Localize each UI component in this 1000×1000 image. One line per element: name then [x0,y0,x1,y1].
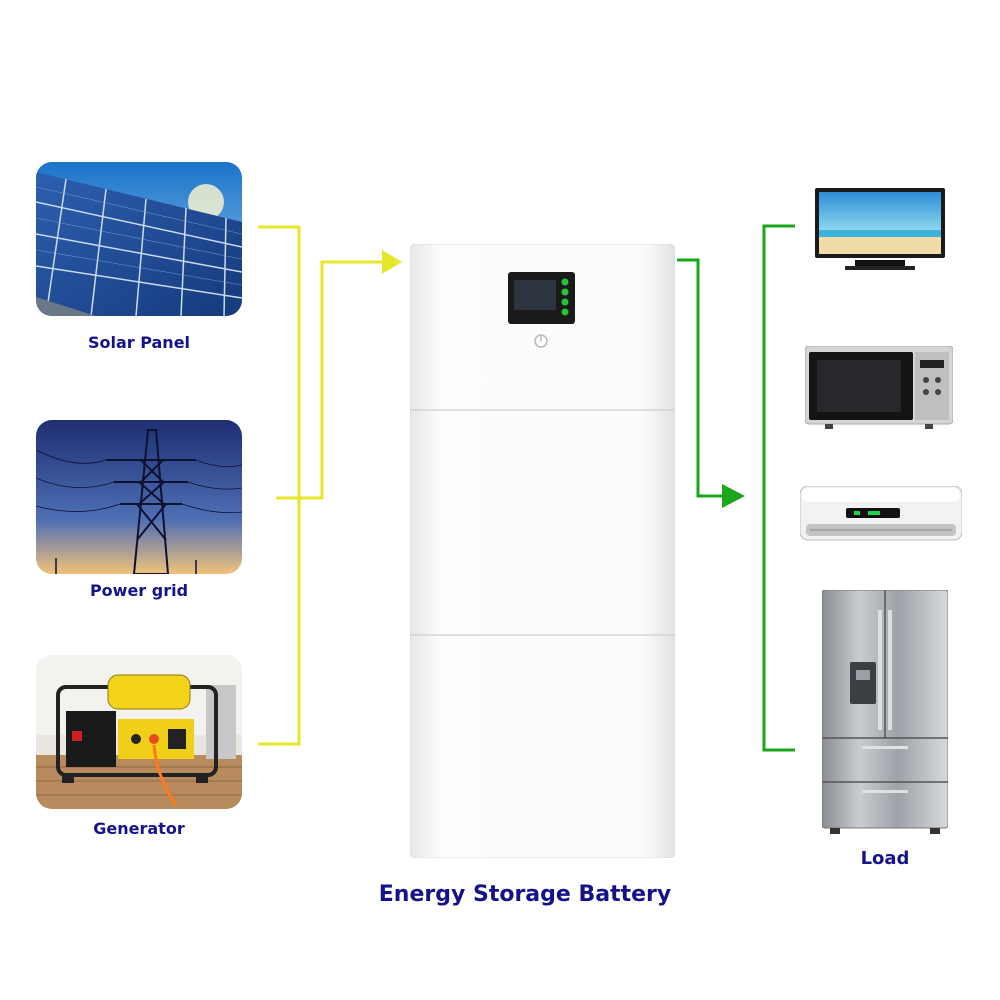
power-grid-image [36,420,242,574]
energy-storage-battery-image [410,244,675,858]
generator-image [36,655,242,809]
input-arrowhead [382,250,402,274]
microwave-icon [805,346,953,430]
grid-wire [276,260,386,500]
solar-wire [258,225,301,498]
load-bus-wire [762,224,795,752]
tv-icon [815,188,945,274]
air-conditioner-icon [800,486,962,542]
battery-label: Energy Storage Battery [378,882,672,907]
battery-output-wire [677,258,724,498]
output-arrowhead [722,484,745,508]
power-grid-label: Power grid [89,581,189,600]
load-label: Load [860,848,910,869]
refrigerator-icon [822,590,948,834]
solar-panel-label: Solar Panel [87,333,191,352]
solar-panel-image [36,162,242,316]
generator-wire [258,498,301,746]
generator-label: Generator [93,819,185,838]
